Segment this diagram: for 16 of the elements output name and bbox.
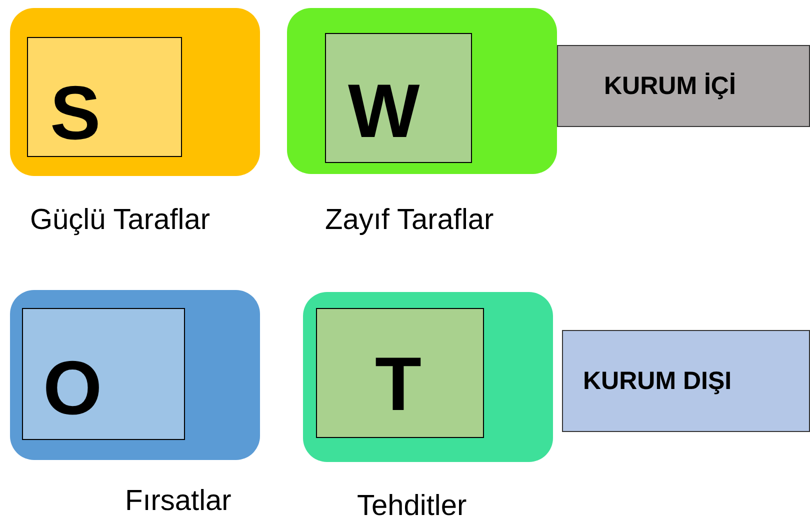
swot-letter: W bbox=[348, 74, 420, 150]
swot-letter: T bbox=[375, 347, 422, 423]
letter-box bbox=[27, 37, 182, 157]
node-label: Fırsatlar bbox=[125, 487, 232, 516]
swot-letter: O bbox=[43, 351, 102, 427]
node-label: Güçlü Taraflar bbox=[30, 206, 210, 235]
label-box bbox=[557, 45, 810, 127]
node-label: Zayıf Taraflar bbox=[325, 206, 494, 235]
letter-box bbox=[325, 33, 472, 163]
swot-letter: S bbox=[50, 76, 101, 152]
node-label: Tehditler bbox=[357, 492, 467, 521]
label-box bbox=[562, 330, 810, 432]
letter-box bbox=[316, 308, 484, 438]
section-label: KURUM DIŞI bbox=[583, 366, 732, 396]
letter-box bbox=[22, 308, 185, 440]
section-label: KURUM İÇİ bbox=[604, 72, 736, 100]
